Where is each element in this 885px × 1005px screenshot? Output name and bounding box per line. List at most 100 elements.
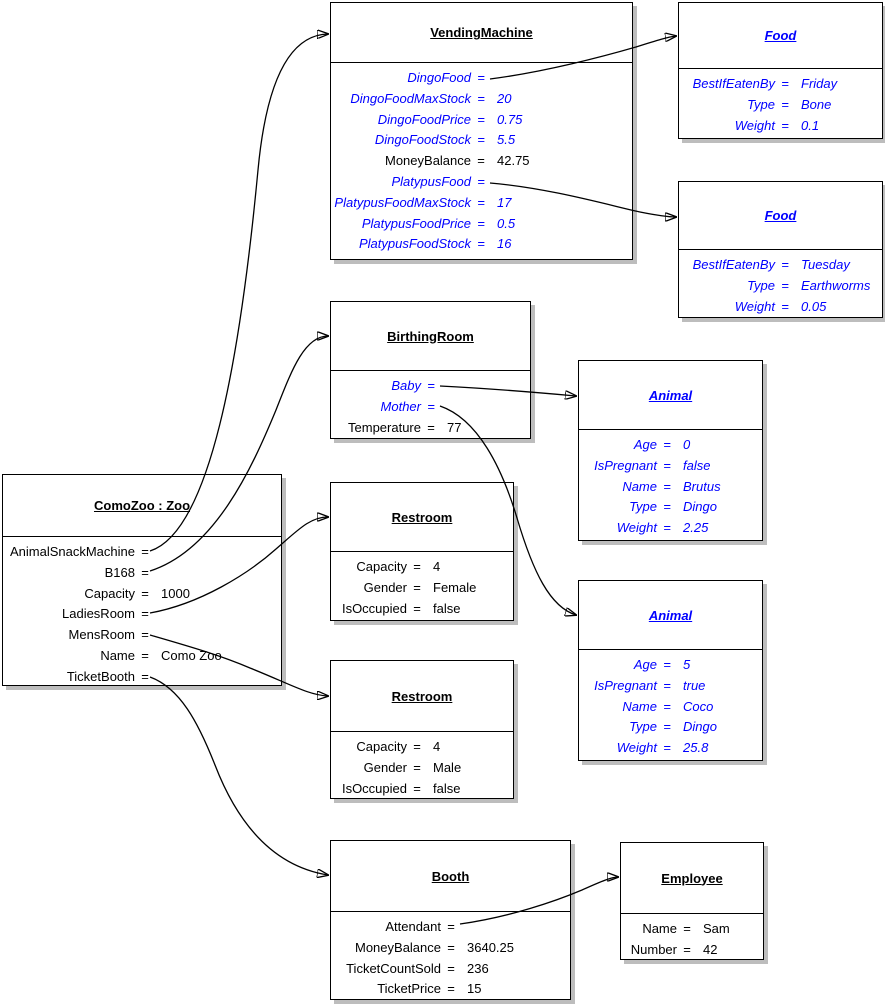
equals-sign: =	[477, 215, 485, 231]
equals-sign: =	[781, 76, 789, 91]
field-value: 236	[467, 960, 489, 976]
field-name: Type	[747, 96, 775, 112]
field-value: 0.75	[497, 111, 523, 127]
field-value	[491, 172, 632, 193]
field-value: true	[683, 677, 706, 693]
field-value: 15	[467, 981, 482, 997]
equals-sign: =	[683, 941, 691, 957]
equals-sign: =	[413, 759, 421, 775]
field-name: DingoFoodStock	[374, 132, 471, 148]
object-box-restroom-female[interactable]: Restroom Capacity=4 Gender=Female IsOccu…	[330, 482, 514, 621]
field-name: Gender	[363, 579, 407, 595]
equals-sign: =	[141, 606, 149, 622]
field-list: DingoFood= DingoFoodMaxStock=20 DingoFoo…	[331, 63, 632, 255]
field-name: DingoFoodPrice	[377, 111, 471, 127]
field-value: Dingo	[683, 719, 717, 735]
object-title: Restroom	[331, 483, 513, 552]
field-name: PlatypusFoodPrice	[361, 215, 471, 231]
field-name: DingoFoodMaxStock	[350, 90, 471, 106]
field-name: Number	[630, 941, 677, 957]
equals-sign: =	[663, 719, 671, 735]
field-value	[155, 563, 281, 584]
equals-sign: =	[427, 398, 435, 414]
field-value: Earthworms	[801, 277, 871, 293]
object-title: Booth	[331, 841, 570, 912]
field-name: Age	[633, 437, 657, 452]
field-value: Female	[433, 579, 477, 595]
field-name: Name	[622, 478, 657, 494]
object-title: Animal	[579, 361, 762, 430]
equals-sign: =	[477, 173, 485, 189]
object-box-restroom-male[interactable]: Restroom Capacity=4 Gender=Male IsOccupi…	[330, 660, 514, 799]
object-title: VendingMachine	[331, 3, 632, 63]
equals-sign: =	[141, 585, 149, 601]
field-value: Male	[433, 759, 462, 775]
field-value: Dingo	[683, 499, 717, 515]
object-box-food-bone[interactable]: Food BestIfEatenBy=Friday Type=Bone Weig…	[678, 2, 883, 139]
field-value: 77	[447, 419, 462, 435]
field-value	[461, 917, 570, 938]
field-list: Capacity=4 Gender=Male IsOccupied=false	[331, 732, 513, 799]
field-name: PlatypusFood	[391, 173, 472, 189]
equals-sign: =	[413, 559, 421, 574]
field-name: AnimalSnackMachine	[9, 544, 135, 559]
field-list: Baby= Mother= Temperature=77	[331, 371, 530, 438]
field-name: IsPregnant	[594, 457, 657, 473]
field-value	[441, 397, 530, 418]
equals-sign: =	[781, 277, 789, 293]
field-value: 25.8	[683, 740, 709, 756]
equals-sign: =	[477, 70, 485, 85]
field-name: Mother	[380, 398, 421, 414]
field-list: Age=5 IsPregnant=true Name=Coco Type=Din…	[579, 650, 762, 759]
object-box-employee[interactable]: Employee Name=Sam Number=42	[620, 842, 764, 960]
object-box-vendingmachine[interactable]: VendingMachine DingoFood= DingoFoodMaxSt…	[330, 2, 633, 260]
field-list: AnimalSnackMachine= B168= Capacity=1000 …	[3, 537, 281, 688]
object-title: BirthingRoom	[331, 302, 530, 371]
field-value: 3640.25	[467, 939, 514, 955]
field-name: TicketCountSold	[346, 960, 441, 976]
field-list: BestIfEatenBy=Friday Type=Bone Weight=0.…	[679, 69, 882, 136]
object-box-food-earthworms[interactable]: Food BestIfEatenBy=Tuesday Type=Earthwor…	[678, 181, 883, 318]
equals-sign: =	[447, 981, 455, 997]
equals-sign: =	[141, 647, 149, 663]
equals-sign: =	[477, 153, 485, 169]
field-value: Brutus	[683, 478, 721, 494]
equals-sign: =	[447, 939, 455, 955]
field-value: Como Zoo	[161, 647, 222, 663]
field-name: BestIfEatenBy	[692, 76, 775, 91]
object-box-birthingroom[interactable]: BirthingRoom Baby= Mother= Temperature=7…	[330, 301, 531, 439]
object-box-animal-brutus[interactable]: Animal Age=0 IsPregnant=false Name=Brutu…	[578, 360, 763, 541]
field-name: Weight	[616, 520, 657, 536]
field-value: 0	[683, 437, 691, 452]
field-name: Weight	[734, 117, 775, 133]
field-name: Attendant	[385, 919, 441, 934]
connector-ticketbooth-to-booth	[149, 676, 328, 875]
object-box-animal-coco[interactable]: Animal Age=5 IsPregnant=true Name=Coco T…	[578, 580, 763, 761]
object-title: Food	[679, 3, 882, 69]
field-name: Capacity	[356, 559, 407, 574]
field-value: 0.1	[801, 117, 820, 133]
equals-sign: =	[427, 419, 435, 435]
field-value	[155, 604, 281, 625]
equals-sign: =	[413, 600, 421, 616]
field-value: 42	[703, 941, 718, 957]
field-value: 42.75	[497, 153, 530, 169]
field-value: 16	[497, 236, 512, 252]
object-box-booth[interactable]: Booth Attendant = MoneyBalance = 3640.25 Ti…	[330, 840, 571, 1000]
field-list: Name=Sam Number=42	[621, 914, 763, 961]
field-value: 5.5	[497, 132, 516, 148]
field-value: 2.25	[683, 520, 709, 536]
field-name: MoneyBalance	[355, 939, 441, 955]
field-value	[155, 625, 281, 646]
field-value: 0.5	[497, 215, 516, 231]
field-value: 0.05	[801, 298, 827, 314]
object-box-comozoo[interactable]: ComoZoo : Zoo AnimalSnackMachine= B168= …	[2, 474, 282, 686]
equals-sign: =	[663, 478, 671, 494]
equals-sign: =	[477, 194, 485, 210]
equals-sign: =	[663, 457, 671, 473]
equals-sign: =	[477, 90, 485, 106]
equals-sign: =	[447, 960, 455, 976]
equals-sign: =	[477, 132, 485, 148]
field-name: Age	[633, 657, 657, 672]
